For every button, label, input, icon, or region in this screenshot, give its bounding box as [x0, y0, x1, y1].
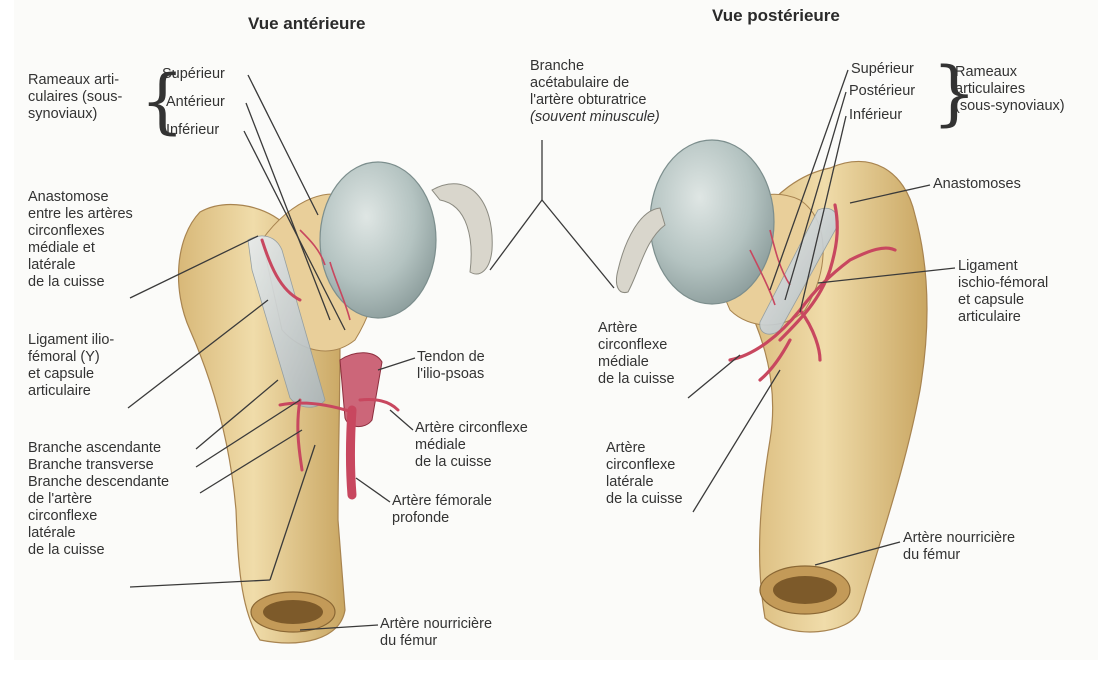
label-posterior-inferieur: Inférieur: [849, 107, 902, 124]
label-anterior-circonflexe-mediale: Artère circonflexe médiale de la cuisse: [415, 420, 528, 471]
label-posterior-rameaux: Rameaux articulaires (sous-synoviaux): [955, 64, 1065, 115]
posterior-view-title: Vue postérieure: [712, 6, 840, 26]
deep-femoral-artery: [351, 410, 353, 495]
label-anterior-nourriciere: Artère nourricière du fémur: [380, 616, 492, 650]
label-branche-acetabulaire: Branche acétabulaire de l'artère obturat…: [530, 58, 646, 109]
label-anterior-anterieur: Antérieur: [166, 94, 225, 111]
label-femorale-profonde: Artère fémorale profonde: [392, 493, 492, 527]
label-posterior-circonflexe-laterale: Artère circonflexe latérale de la cuisse: [606, 440, 683, 508]
label-anterior-inferieur: Inférieur: [166, 122, 219, 139]
label-branches-circonflexe-laterale: Branche ascendante Branche transverse Br…: [28, 440, 169, 559]
anterior-femoral-head: [320, 162, 436, 318]
label-tendon-iliopsoas: Tendon de l'ilio-psoas: [417, 349, 485, 383]
label-posterior-nourriciere: Artère nourricière du fémur: [903, 530, 1015, 564]
label-anterior-rameaux: Rameaux arti- culaires (sous- synoviaux): [28, 72, 122, 123]
iliopsoas-tendon: [340, 353, 382, 427]
label-anterior-superieur: Supérieur: [162, 66, 225, 83]
label-souvent-minuscule: (souvent minuscule): [530, 109, 660, 126]
label-posterior-posterieur: Postérieur: [849, 83, 915, 100]
anterior-view-title: Vue antérieure: [248, 14, 365, 34]
label-posterior-superieur: Supérieur: [851, 61, 914, 78]
label-anastomose: Anastomose entre les artères circonflexe…: [28, 189, 133, 291]
posterior-femoral-head: [650, 140, 774, 304]
label-ligament-ilio-femoral: Ligament ilio- fémoral (Y) et capsule ar…: [28, 332, 114, 400]
label-posterior-circonflexe-mediale: Artère circonflexe médiale de la cuisse: [598, 320, 675, 388]
anterior-femur: [179, 162, 493, 643]
label-anastomoses: Anastomoses: [933, 176, 1021, 193]
label-ligament-ischio-femoral: Ligament ischio-fémoral et capsule artic…: [958, 258, 1048, 326]
ligament-teres: [432, 184, 492, 274]
